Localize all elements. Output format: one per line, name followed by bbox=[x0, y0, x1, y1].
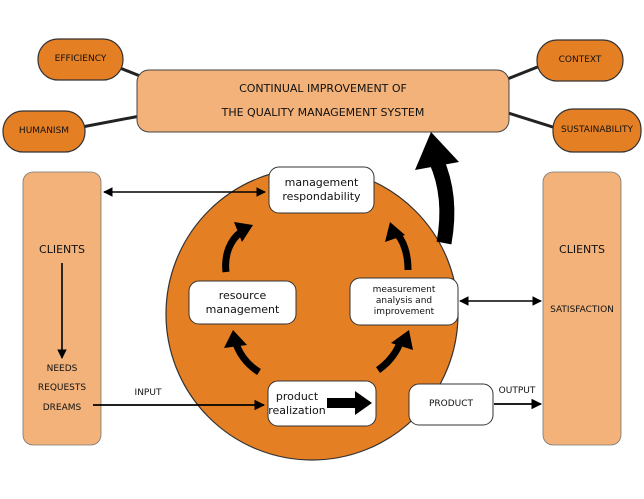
output-label: OUTPUT bbox=[498, 386, 536, 397]
measurement-label: measurement analysis and improvement bbox=[372, 284, 436, 318]
humanism-oval bbox=[2, 110, 86, 153]
needs-label: NEEDS bbox=[46, 364, 78, 375]
cycle-arrowhead-from-measurement bbox=[385, 222, 405, 242]
management-box bbox=[268, 166, 375, 214]
efficiency-label: EFFICIENCY bbox=[54, 53, 107, 64]
resource-label: resource management bbox=[205, 288, 280, 316]
measurement-box bbox=[349, 277, 459, 326]
requests-label: REQUESTS bbox=[37, 383, 87, 394]
left-clients-title: CLIENTS bbox=[39, 243, 85, 257]
humanism-connector bbox=[81, 114, 141, 129]
improvement-big-arrow bbox=[429, 156, 455, 245]
resource-box bbox=[188, 280, 297, 325]
right-clients-title: CLIENTS bbox=[559, 243, 605, 257]
product-realization-box bbox=[267, 380, 377, 427]
efficiency-oval bbox=[37, 38, 124, 81]
efficiency-connector bbox=[119, 66, 141, 78]
top-title-line1: CONTINUAL IMPROVEMENT OF bbox=[239, 82, 407, 96]
top-title-line2: THE QUALITY MANAGEMENT SYSTEM bbox=[221, 106, 425, 120]
dreams-label: DREAMS bbox=[42, 403, 82, 414]
product-box bbox=[408, 383, 494, 426]
cycle-arrowhead-to-measurement bbox=[391, 330, 413, 350]
realization-inner-arrow bbox=[327, 391, 372, 415]
sustainability-label: SUSTAINABILITY bbox=[560, 124, 633, 135]
right-clients-panel bbox=[542, 171, 622, 446]
cycle-arrowhead-to-management bbox=[234, 222, 253, 242]
continual-improvement-box bbox=[136, 69, 510, 133]
context-oval bbox=[536, 39, 624, 82]
cycle-arrowhead-to-resource bbox=[224, 330, 247, 348]
satisfaction-label: SATISFACTION bbox=[550, 305, 614, 316]
context-label: CONTEXT bbox=[558, 54, 602, 65]
context-connector bbox=[504, 64, 541, 82]
humanism-label: HUMANISM bbox=[18, 125, 70, 136]
improvement-big-arrowhead bbox=[415, 132, 459, 170]
product-label: PRODUCT bbox=[428, 398, 474, 409]
product-realization-label: product realization bbox=[268, 389, 326, 417]
management-label: management respondability bbox=[282, 176, 361, 203]
sustainability-connector bbox=[504, 110, 557, 130]
sustainability-oval bbox=[552, 108, 642, 153]
input-label: INPUT bbox=[134, 388, 162, 399]
cycle-arrow-to-management bbox=[222, 229, 244, 273]
